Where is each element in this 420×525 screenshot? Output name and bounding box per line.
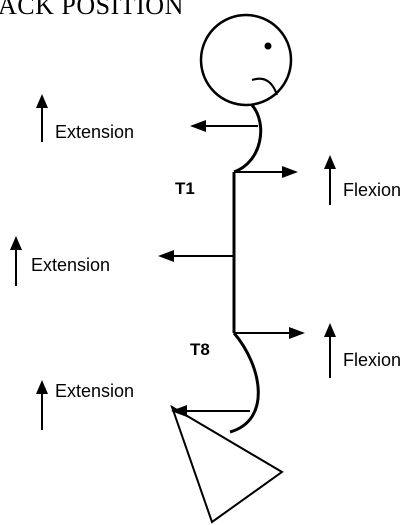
upper-extension-label: Extension	[55, 122, 134, 142]
pelvis-triangle	[170, 404, 284, 524]
lumbar-curve	[229, 332, 260, 434]
up-arrow-lower-extension	[36, 380, 48, 430]
head-outline	[199, 13, 293, 107]
lower-extension-label: Extension	[55, 381, 134, 401]
eye	[264, 42, 272, 50]
up-arrow-t1-flexion	[324, 155, 336, 205]
flexion-arrow-t8	[234, 327, 305, 339]
flexion-arrow-t1	[234, 166, 298, 178]
t8-flexion-label: Flexion	[343, 350, 401, 370]
mid-extension-label: Extension	[31, 255, 110, 275]
extension-arrow-lower	[171, 405, 250, 417]
up-arrow-t8-flexion	[324, 323, 336, 378]
t8-vertebra-label: T8	[190, 340, 210, 359]
cervical-curve	[233, 104, 263, 174]
t1-flexion-label: Flexion	[343, 180, 401, 200]
head	[199, 13, 293, 107]
extension-arrow-upper	[190, 120, 258, 132]
t1-vertebra-label: T1	[175, 179, 195, 198]
up-arrow-upper-extension	[36, 94, 48, 142]
mouth	[251, 77, 278, 96]
up-arrow-mid-extension	[10, 236, 22, 286]
diagram-title: ACK POSITION	[0, 0, 184, 20]
extension-arrow-mid	[158, 250, 234, 262]
